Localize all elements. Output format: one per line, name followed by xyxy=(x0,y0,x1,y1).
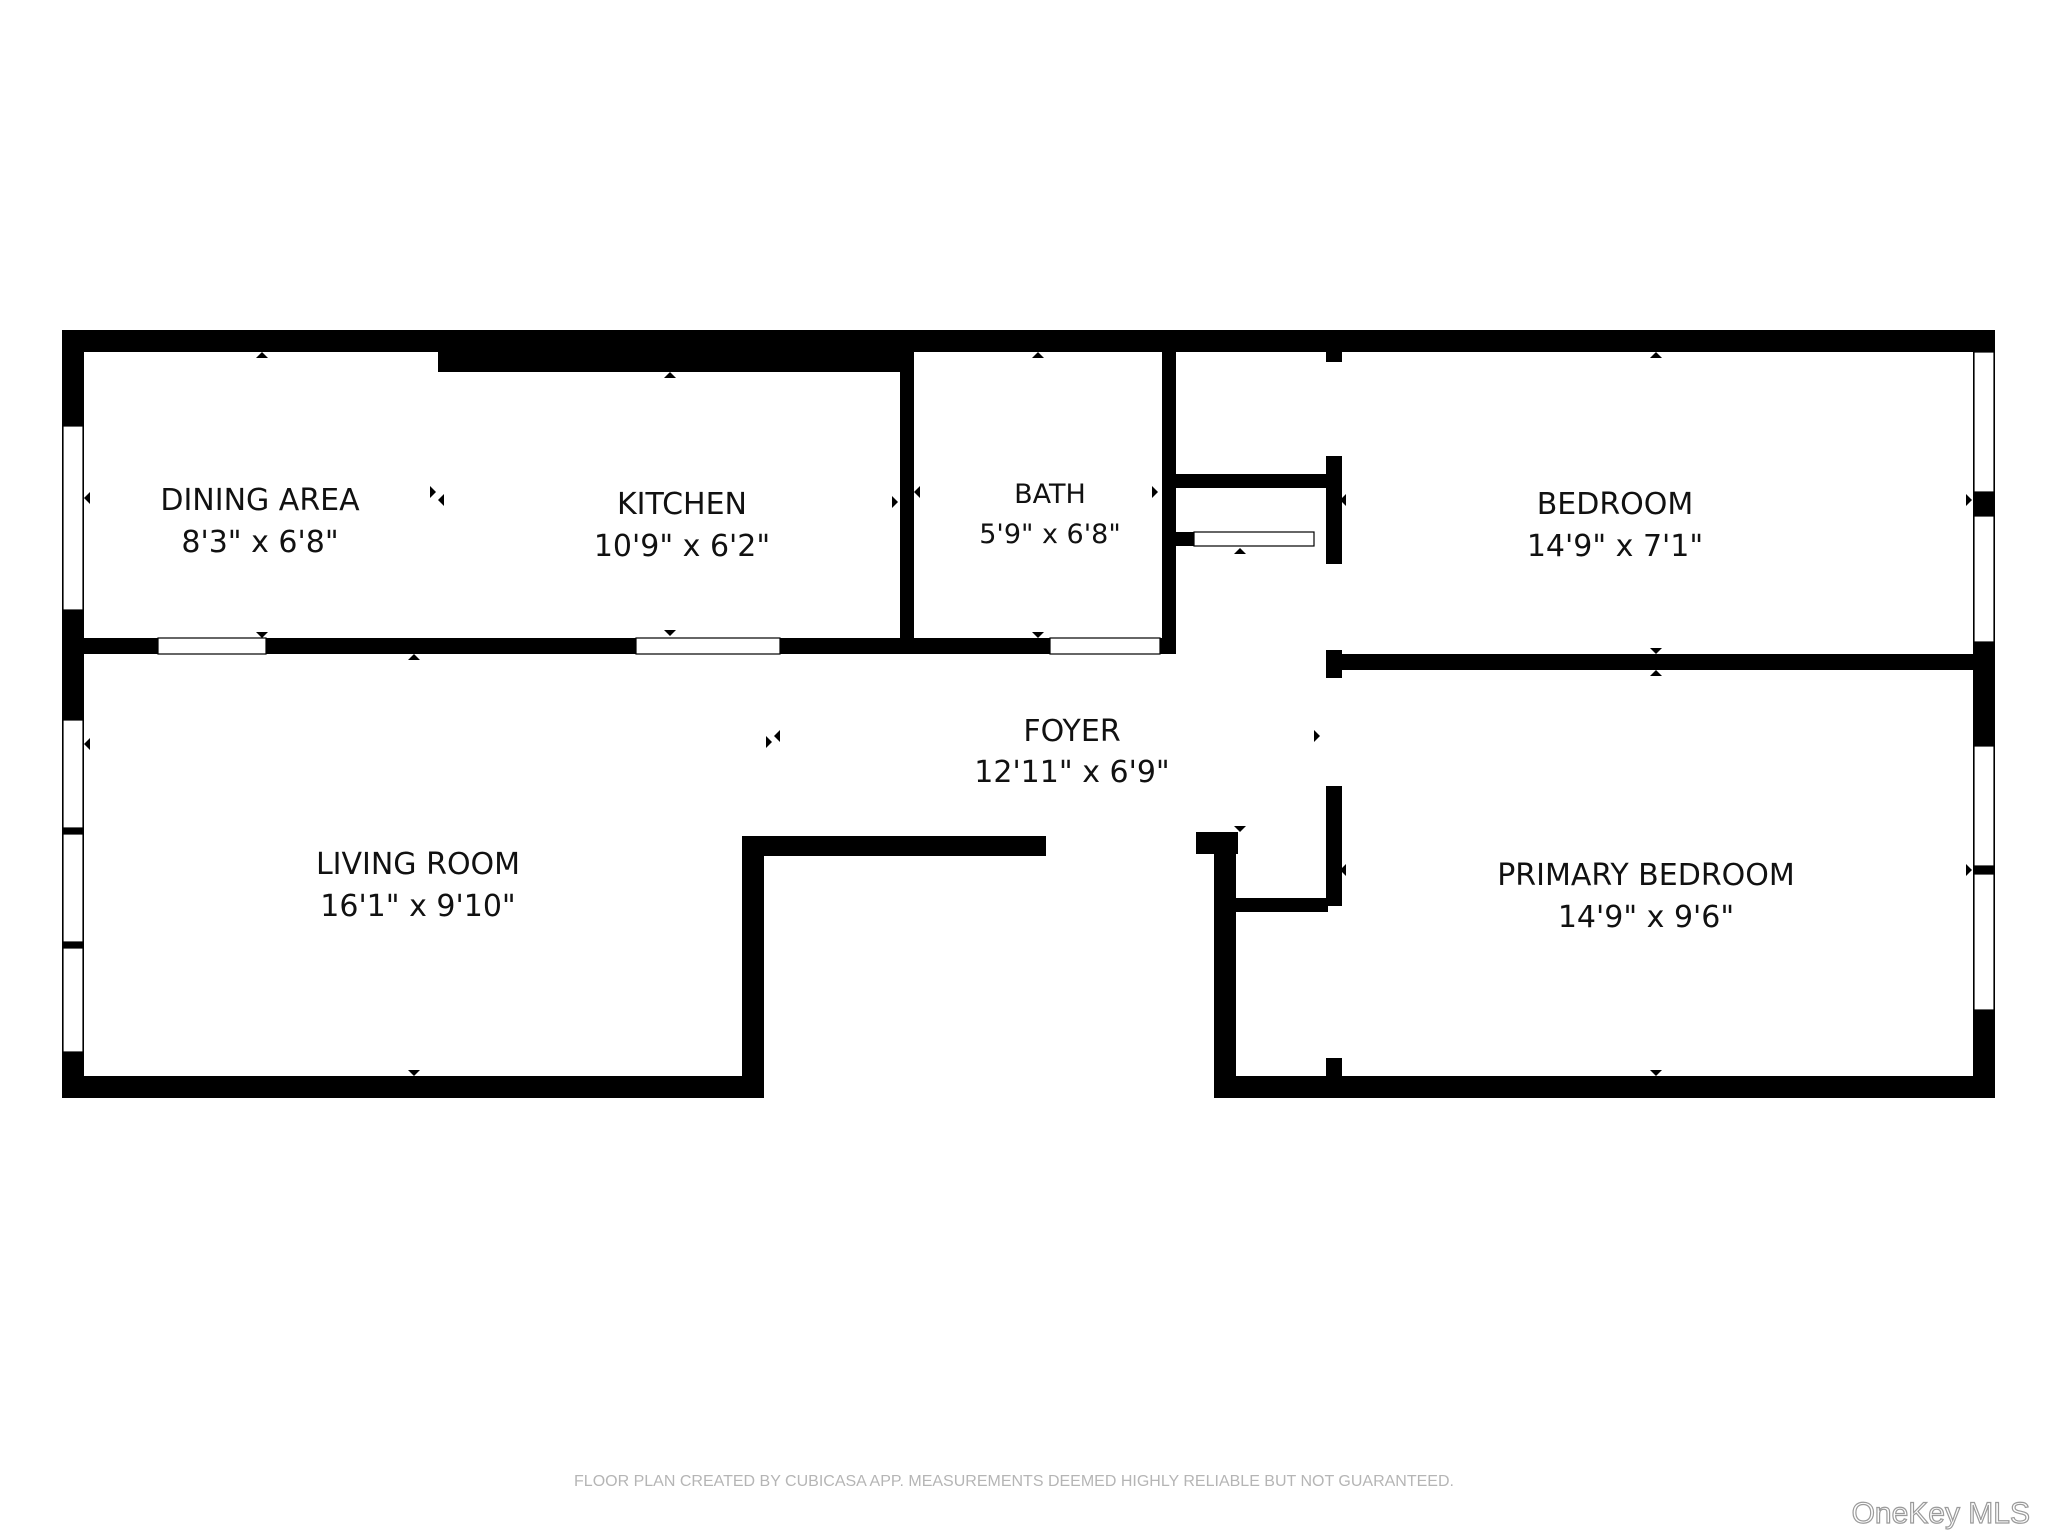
room-dims-foyer: 12'11" x 6'9" xyxy=(974,755,1169,790)
tick xyxy=(1966,494,1972,506)
window-bedroom xyxy=(1973,515,1995,643)
room-dims-bedroom: 14'9" x 7'1" xyxy=(1527,529,1703,564)
wall-bath-closet xyxy=(1162,352,1176,654)
tick xyxy=(766,736,772,748)
tick xyxy=(84,738,90,750)
tick xyxy=(1340,864,1346,876)
window-living-b xyxy=(62,833,84,943)
tick xyxy=(408,654,420,660)
wall-bedroom-primary xyxy=(1326,654,1995,670)
wall-bedroom-left-a xyxy=(1326,352,1342,362)
room-dims-dining: 8'3" x 6'8" xyxy=(181,525,338,560)
room-name-dining: DINING AREA xyxy=(160,483,360,518)
wall-top xyxy=(62,330,1995,352)
tick xyxy=(256,632,268,638)
tick xyxy=(1340,494,1346,506)
tick xyxy=(1966,864,1972,876)
room-dims-primary: 14'9" x 9'6" xyxy=(1558,900,1734,935)
tick xyxy=(1650,670,1662,676)
tick xyxy=(1314,730,1320,742)
tick xyxy=(664,372,676,378)
tick xyxy=(774,730,780,742)
tick xyxy=(914,486,920,498)
wall-kitchen-bath xyxy=(900,352,914,654)
tick xyxy=(438,494,444,506)
openings xyxy=(62,351,1995,1053)
wall-closet-top xyxy=(1236,898,1328,912)
room-name-foyer: FOYER xyxy=(1023,714,1120,749)
tick xyxy=(84,492,90,504)
tick xyxy=(430,486,436,498)
window-bedroom-top xyxy=(1973,351,1995,493)
footer-note: FLOOR PLAN CREATED BY CUBICASA APP. MEAS… xyxy=(574,1473,1454,1490)
tick xyxy=(1234,826,1246,832)
watermark: OneKey MLS xyxy=(1852,1497,2030,1530)
room-dims-kitchen: 10'9" x 6'2" xyxy=(594,529,770,564)
wall-primary-left-a xyxy=(1326,786,1342,906)
wall-bedroom-left-b xyxy=(1326,456,1342,564)
passage-foyer-bedroom xyxy=(1328,362,1340,456)
window-primary-b xyxy=(1973,873,1995,1011)
window-living-a xyxy=(62,719,84,829)
room-dims-living: 16'1" x 9'10" xyxy=(320,889,515,924)
wall-closet-left xyxy=(1214,832,1236,1098)
wall-dining-living xyxy=(62,638,1176,654)
tick xyxy=(1032,352,1044,358)
room-name-kitchen: KITCHEN xyxy=(617,487,747,522)
room-labels: DINING AREA 8'3" x 6'8" KITCHEN 10'9" x … xyxy=(160,479,1794,935)
wall-closet-stub xyxy=(1176,532,1194,546)
opening-kitchen xyxy=(635,637,781,655)
room-dims-bath: 5'9" x 6'8" xyxy=(979,519,1121,550)
tick xyxy=(1234,548,1246,554)
wall-primary-left-b xyxy=(1326,1058,1342,1098)
tick xyxy=(1650,1070,1662,1076)
wall-bottom-left xyxy=(62,1076,764,1098)
wall-living-right xyxy=(742,836,764,1098)
wall-closet-shelf xyxy=(1176,474,1338,488)
room-name-bath: BATH xyxy=(1014,479,1086,510)
opening-dining xyxy=(157,637,267,655)
tick-marks xyxy=(84,352,1972,1076)
tick xyxy=(1032,632,1044,638)
tick xyxy=(1152,486,1158,498)
tick xyxy=(1650,352,1662,358)
passages xyxy=(1328,362,1340,650)
tick xyxy=(892,496,898,508)
tick xyxy=(256,352,268,358)
opening-bath xyxy=(1049,637,1161,655)
room-name-primary: PRIMARY BEDROOM xyxy=(1497,858,1795,893)
opening-closet xyxy=(1193,531,1315,547)
room-name-bedroom: BEDROOM xyxy=(1537,487,1694,522)
tick xyxy=(1650,648,1662,654)
tick xyxy=(408,1070,420,1076)
passage-foyer-primary xyxy=(1328,564,1340,650)
wall-bottom-right xyxy=(1214,1076,1995,1098)
wall-kitchen-soffit xyxy=(438,352,910,372)
tick xyxy=(664,630,676,636)
window-dining xyxy=(62,425,84,611)
window-primary-a xyxy=(1973,745,1995,867)
room-name-living: LIVING ROOM xyxy=(316,847,520,882)
wall-living-notch xyxy=(742,836,1046,856)
window-living-c xyxy=(62,947,84,1053)
